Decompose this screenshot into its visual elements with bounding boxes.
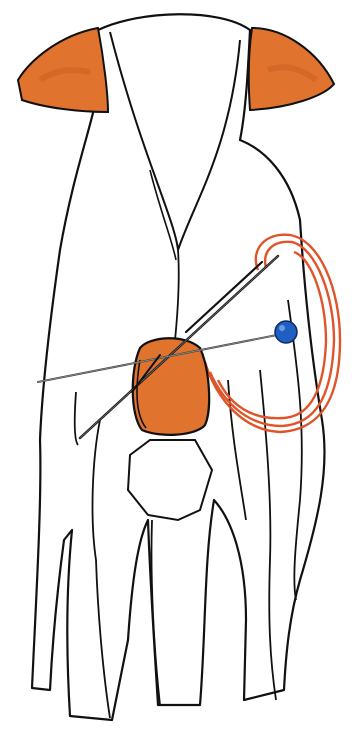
- blue-pin-highlight: [279, 325, 285, 331]
- blue-pin-head: [275, 321, 297, 343]
- center-patch: [133, 338, 209, 435]
